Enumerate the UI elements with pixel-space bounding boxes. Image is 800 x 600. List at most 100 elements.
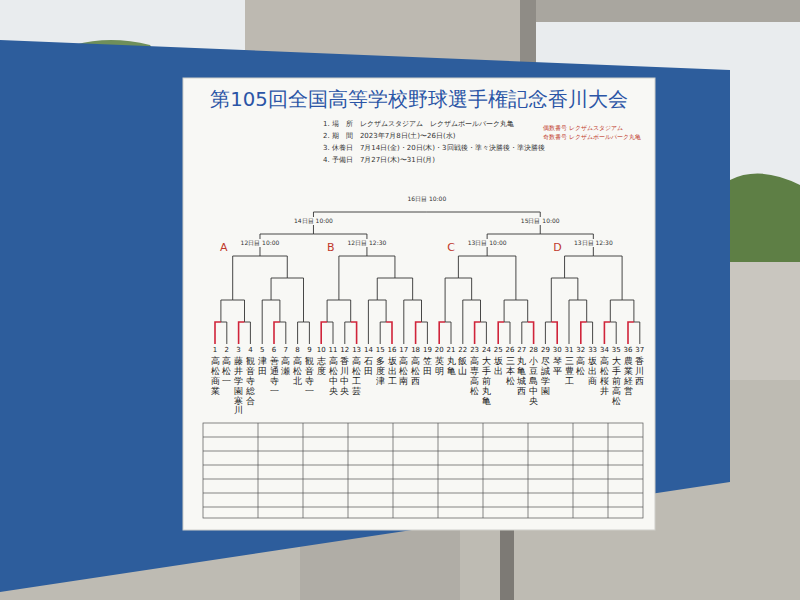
team-number: 16 (384, 346, 400, 354)
bracket-line (504, 322, 510, 344)
bracket-line (404, 300, 413, 344)
bracket-line (565, 256, 594, 278)
team-name: 多度津 (376, 357, 385, 387)
team-name: 高松中央 (329, 357, 338, 397)
team-name: 大手前丸亀 (482, 357, 491, 406)
bracket-line (516, 300, 528, 322)
team-name: 丸亀 (447, 357, 456, 377)
poster-sheet: 第105回全国高等学校野球選手権記念香川大会1. 場 所 レクザムスタジアム レ… (183, 78, 655, 530)
bracket-line (528, 322, 534, 344)
bracket-line (581, 322, 587, 344)
team-number: 2 (219, 346, 235, 354)
bracket-line (458, 256, 487, 278)
team-name: 高松西 (411, 357, 420, 387)
blue-board (0, 40, 730, 592)
wall (725, 262, 800, 382)
game-slot: 13日目 12:30 (573, 239, 614, 247)
bracket-line (351, 322, 357, 344)
bracket-line (481, 322, 487, 344)
bracket-line (233, 256, 260, 300)
team-number: 9 (301, 346, 317, 354)
team-number: 4 (242, 346, 258, 354)
block-letter: D (553, 242, 561, 254)
team-name: 小豆島中央 (529, 357, 538, 406)
bracket-line (578, 300, 587, 322)
bracket-line (377, 300, 386, 322)
team-number: 13 (349, 346, 365, 354)
team-number: 30 (549, 346, 565, 354)
team-number: 19 (419, 346, 435, 354)
bracket-line (380, 322, 386, 344)
bracket-line (593, 256, 622, 300)
team-name: 笠田 (423, 357, 432, 377)
team-number: 25 (490, 346, 506, 354)
team-name: 高瀬 (281, 357, 290, 377)
game-slot: 12日目 12:30 (347, 239, 388, 247)
bracket-line (395, 278, 413, 300)
bracket-line (565, 278, 578, 300)
team-name: 坂出商 (588, 357, 597, 387)
bracket-line (245, 322, 251, 344)
game-slot: 15日目 10:00 (520, 217, 561, 225)
bracket-line (368, 300, 377, 344)
team-number: 36 (620, 346, 636, 354)
info-line: 3. 休養日 7月14日(金)・20日(木)・3回戦後・準々決勝後・準決勝後 (323, 144, 545, 153)
bracket-line (422, 322, 428, 344)
bracket-line (280, 322, 286, 344)
bracket-line (604, 322, 610, 344)
bracket-line (458, 278, 471, 300)
bracket-line (504, 300, 516, 322)
team-name: 坂出 (494, 357, 503, 377)
bracket-line (439, 322, 445, 344)
team-number: 7 (278, 346, 294, 354)
team-name: 琴平 (553, 357, 562, 377)
team-number: 37 (632, 346, 648, 354)
team-name: 飯山 (458, 357, 467, 377)
bracket-line (260, 256, 287, 278)
bracket-line (610, 300, 622, 322)
team-name: 高松商業 (211, 357, 220, 397)
info-line: 2. 期 間 2023年7月8日(土)〜26日(水) (323, 132, 455, 141)
team-number: 3 (231, 346, 247, 354)
team-name: 観音寺総合 (246, 357, 255, 406)
team-number: 32 (573, 346, 589, 354)
schedule-table (203, 423, 643, 518)
trees (730, 174, 800, 270)
bracket-line (274, 322, 280, 344)
team-name: 石田 (364, 357, 373, 377)
poster-title: 第105回全国高等学校野球選手権記念香川大会 (183, 86, 655, 113)
team-number: 18 (408, 346, 424, 354)
team-name: 高松工芸 (352, 357, 361, 397)
bracket-line (445, 322, 451, 344)
team-name: 観音寺一 (305, 357, 314, 397)
team-name: 高松 (576, 357, 585, 377)
venue-note: 奇数番号 レクザムボールパーク丸亀 (543, 133, 641, 141)
team-number: 23 (467, 346, 483, 354)
team-number: 11 (325, 346, 341, 354)
team-name: 香川中央 (340, 357, 349, 397)
team-name: 志度 (317, 357, 326, 377)
team-number: 14 (360, 346, 376, 354)
bracket-line (215, 322, 221, 344)
team-number: 31 (561, 346, 577, 354)
team-name: 三本松 (506, 357, 515, 387)
team-name: 坂出工 (388, 357, 397, 387)
bracket-line (321, 322, 327, 344)
block-letter: B (327, 242, 335, 254)
team-number: 21 (443, 346, 459, 354)
team-name: 高松桜井 (600, 357, 609, 397)
team-name: 高松一 (222, 357, 231, 387)
bracket-line (610, 322, 616, 344)
bracket-line (551, 278, 564, 322)
bracket-line (587, 322, 593, 344)
bracket-line (262, 300, 271, 344)
bracket-line (377, 278, 395, 300)
bracket-line (475, 322, 481, 344)
block-letter: A (220, 242, 228, 254)
bracket-line (569, 300, 578, 344)
bracket-line (287, 278, 303, 322)
bracket-line (339, 256, 367, 300)
team-name: 善通寺一 (270, 357, 279, 397)
bracket-line (416, 322, 422, 344)
team-name: 藤井学園寒川 (234, 357, 243, 416)
